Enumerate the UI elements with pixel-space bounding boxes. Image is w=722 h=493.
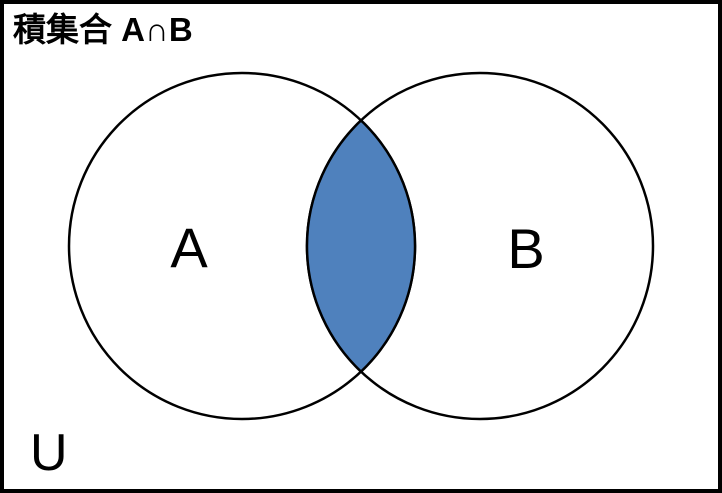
venn-diagram: 積集合 A∩B A B U <box>13 11 655 482</box>
set-b-label: B <box>507 217 544 280</box>
universe-label: U <box>30 424 68 482</box>
set-a-label: A <box>170 216 208 279</box>
intersection-region <box>305 118 417 374</box>
diagram-title: 積集合 A∩B <box>13 11 193 48</box>
